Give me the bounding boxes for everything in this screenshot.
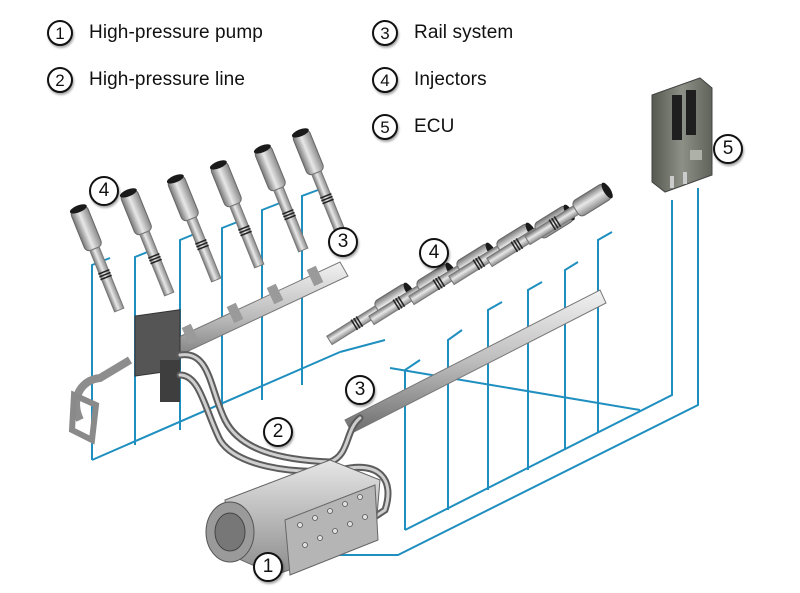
- high-pressure-pump: [205, 459, 381, 576]
- callout-ecu: 5: [713, 134, 743, 164]
- legend-item-pump: 1 High-pressure pump: [47, 19, 263, 47]
- injector: [119, 188, 175, 297]
- callout-injectors-right: 4: [419, 238, 449, 268]
- injector: [166, 174, 222, 283]
- injector: [69, 204, 125, 313]
- legend-label: ECU: [414, 116, 455, 137]
- callout-rail-right: 3: [345, 375, 375, 405]
- legend-number-badge: 1: [47, 20, 73, 46]
- wiring-harness-right: [337, 188, 699, 556]
- pressure-control-valve: [68, 309, 181, 445]
- legend-label: Injectors: [414, 69, 487, 90]
- high-pressure-line: [176, 351, 392, 524]
- legend-number-badge: 3: [372, 20, 398, 46]
- legend-item-line: 2 High-pressure line: [47, 66, 245, 94]
- legend-number-badge: 4: [372, 67, 398, 93]
- callout-injectors-left: 4: [89, 176, 119, 206]
- injector: [209, 160, 265, 269]
- injector-bank-left: [69, 128, 347, 313]
- legend-label: High-pressure line: [89, 69, 245, 90]
- legend-number-badge: 5: [372, 114, 398, 140]
- legend-number-badge: 2: [47, 67, 73, 93]
- injector: [524, 182, 613, 246]
- legend-item-rail: 3 Rail system: [372, 19, 513, 47]
- legend-label: Rail system: [414, 22, 514, 43]
- ecu-unit: [651, 77, 713, 193]
- injector: [253, 144, 309, 253]
- callout-rail-left: 3: [328, 227, 358, 257]
- callout-pump: 1: [253, 552, 283, 582]
- legend-item-ecu: 5 ECU: [372, 113, 454, 141]
- legend-label: High-pressure pump: [89, 22, 263, 43]
- legend-item-injectors: 4 Injectors: [372, 66, 487, 94]
- injector: [291, 128, 347, 237]
- injector-bank-right: [326, 182, 613, 346]
- callout-line: 2: [263, 417, 293, 447]
